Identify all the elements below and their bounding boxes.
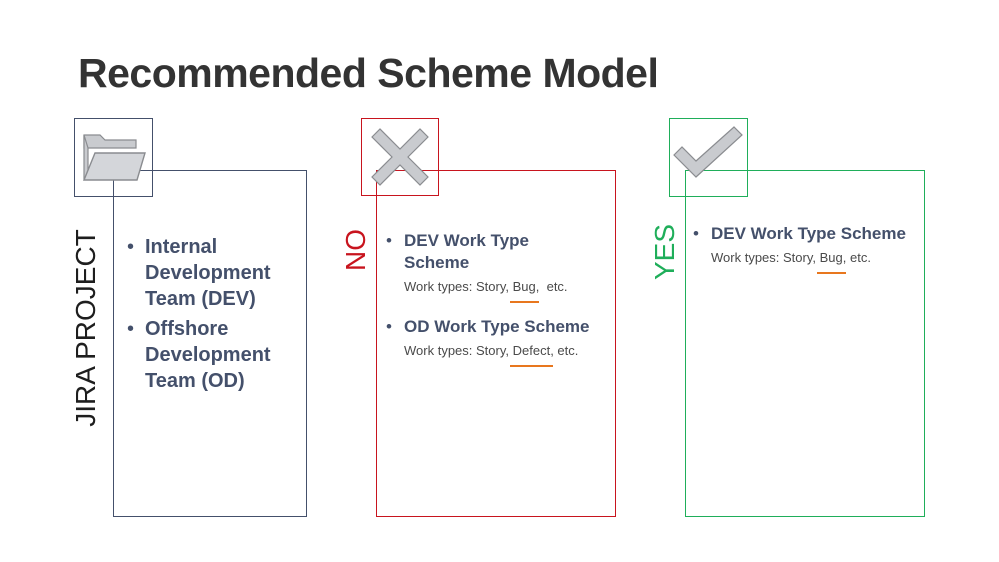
project-panel (113, 170, 307, 517)
subtitle-prefix: Work types: Story, (711, 250, 820, 265)
checkmark-icon (673, 126, 743, 178)
no-items: DEV Work Type Scheme Work types: Story, … (386, 230, 611, 367)
list-item: Offshore Development Team (OD) (127, 316, 302, 394)
highlighted-work-type: Defect (509, 340, 553, 367)
yes-label: YES (649, 223, 680, 281)
no-icon-box (361, 118, 439, 196)
yes-items: DEV Work Type Scheme Work types: Story, … (693, 223, 921, 274)
item-title: OD Work Type Scheme (404, 317, 590, 336)
list-item: DEV Work Type Scheme Work types: Story, … (386, 230, 611, 303)
highlighted-work-type: Bug (816, 247, 846, 274)
no-label: NO (340, 229, 371, 271)
item-title: DEV Work Type Scheme (711, 224, 906, 243)
highlighted-work-type: Bug (509, 276, 539, 303)
item-title: Offshore Development Team (OD) (145, 318, 271, 392)
subtitle-suffix: , etc. (535, 279, 568, 294)
folder-icon (82, 134, 146, 181)
no-panel (376, 170, 616, 517)
x-icon (371, 128, 429, 186)
list-item: DEV Work Type Scheme Work types: Story, … (693, 223, 921, 274)
item-title: DEV Work Type Scheme (404, 231, 530, 272)
yes-icon-box (669, 118, 748, 197)
subtitle-suffix: , etc. (842, 250, 871, 265)
subtitle-suffix: , etc. (550, 343, 579, 358)
item-subtitle: Work types: Story, Defect, etc. (404, 340, 611, 367)
item-title: Internal Development Team (DEV) (145, 236, 271, 310)
item-subtitle: Work types: Story, Bug, etc. (711, 247, 921, 274)
item-subtitle: Work types: Story, Bug, etc. (404, 276, 611, 303)
page-title: Recommended Scheme Model (78, 50, 659, 96)
list-item: OD Work Type Scheme Work types: Story, D… (386, 316, 611, 367)
jira-project-label: JIRA PROJECT (70, 229, 101, 427)
subtitle-prefix: Work types: Story, (404, 279, 513, 294)
project-items: Internal Development Team (DEV) Offshore… (127, 234, 302, 394)
subtitle-prefix: Work types: Story, (404, 343, 513, 358)
yes-panel (685, 170, 925, 517)
list-item: Internal Development Team (DEV) (127, 234, 302, 312)
project-icon-box (74, 118, 153, 197)
